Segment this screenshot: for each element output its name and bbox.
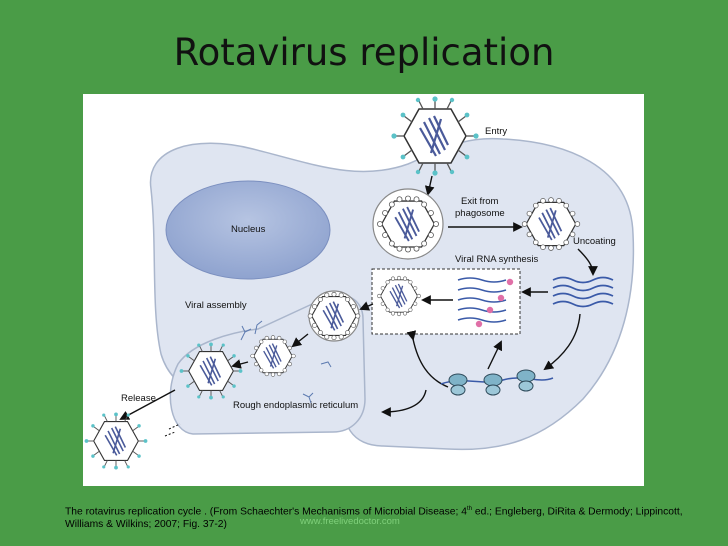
nucleus-label: Nucleus	[231, 224, 266, 235]
viral-rna-synthesis-label: Viral RNA synthesis	[455, 254, 538, 265]
viral-assembly-label: Viral assembly	[185, 300, 247, 311]
er-membrane-branches	[240, 320, 332, 404]
ribosome-1	[448, 373, 468, 396]
exit-label-1: Exit from	[461, 196, 499, 207]
exit-label-2: phagosome	[455, 208, 505, 219]
caption-text-1: The rotavirus replication cycle . (From …	[65, 506, 467, 518]
diagram-svg: Nucleus Entry Exit from phagosome Uncoat…	[83, 95, 635, 471]
watermark: www.freelivedoctor.com	[300, 516, 400, 527]
nucleus	[165, 180, 331, 280]
caption-superscript: th	[466, 506, 472, 512]
entry-label: Entry	[485, 126, 507, 137]
mrna-dots	[475, 278, 514, 328]
released-virion	[83, 411, 149, 471]
uncoating-label: Uncoating	[573, 236, 616, 247]
mrna-waves	[552, 276, 614, 308]
slide-title: Rotavirus replication	[173, 31, 555, 74]
caption-text-2: ed.; Engleberg, DiRita & Dermody; Lippin…	[65, 506, 683, 531]
ribosome-2	[483, 373, 503, 396]
figure-caption: The rotavirus replication cycle . (From …	[65, 503, 685, 531]
replication-diagram: Nucleus Entry Exit from phagosome Uncoat…	[83, 94, 644, 486]
release-label: Release	[121, 393, 156, 404]
rough-er-label: Rough endoplasmic reticulum	[233, 400, 358, 411]
ribosome-3	[516, 369, 536, 392]
